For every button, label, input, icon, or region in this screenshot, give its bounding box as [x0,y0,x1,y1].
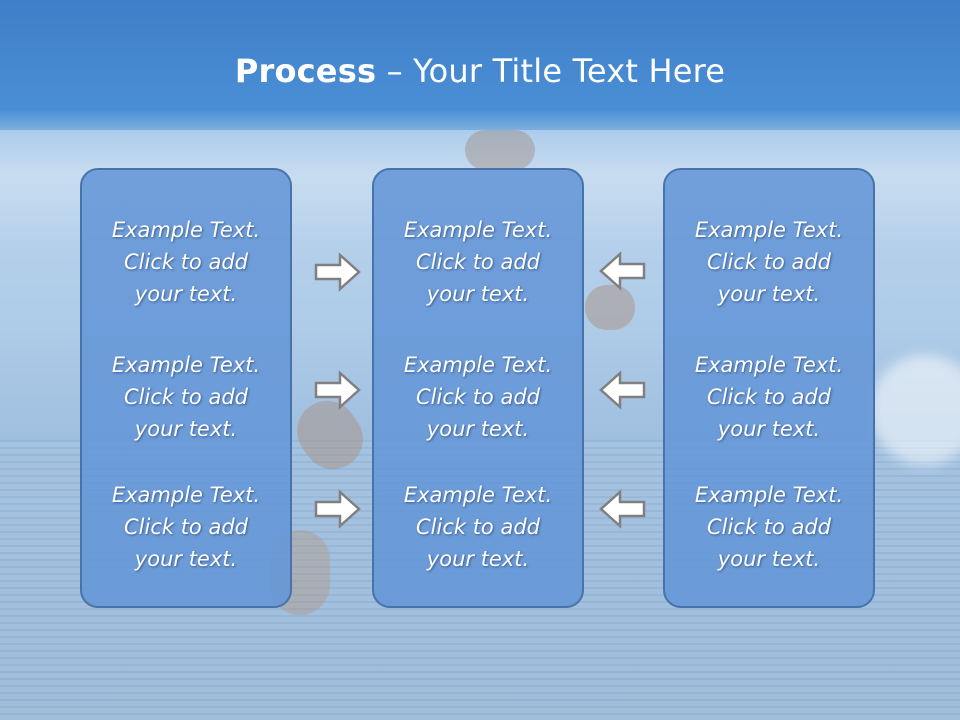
cloud-shape [870,355,960,465]
slide-title[interactable]: Process – Your Title Text Here [0,52,960,90]
arrow-left-icon [599,489,646,529]
background-figure-head [465,130,535,170]
arrow-right-icon [314,370,361,410]
box-text[interactable]: Example Text. Click to add your text. [403,353,553,441]
arrow-left-icon [599,251,646,291]
box-text[interactable]: Example Text. Click to add your text. [111,483,261,571]
arrow-right-icon [314,489,361,529]
box-text[interactable]: Example Text. Click to add your text. [694,353,844,441]
box-text[interactable]: Example Text. Click to add your text. [111,353,261,441]
box-text[interactable]: Example Text. Click to add your text. [111,218,261,306]
box-text[interactable]: Example Text. Click to add your text. [403,218,553,306]
process-box-left[interactable]: Example Text. Click to add your text. Ex… [80,168,292,608]
box-text[interactable]: Example Text. Click to add your text. [694,218,844,306]
box-text[interactable]: Example Text. Click to add your text. [694,483,844,571]
process-box-center[interactable]: Example Text. Click to add your text. Ex… [372,168,584,608]
arrow-right-icon [314,252,361,292]
process-box-right[interactable]: Example Text. Click to add your text. Ex… [663,168,875,608]
title-rest: – Your Title Text Here [376,52,726,90]
box-text[interactable]: Example Text. Click to add your text. [403,483,553,571]
background-figure-leg [585,285,635,330]
arrow-left-icon [599,370,646,410]
title-bold: Process [234,52,377,90]
